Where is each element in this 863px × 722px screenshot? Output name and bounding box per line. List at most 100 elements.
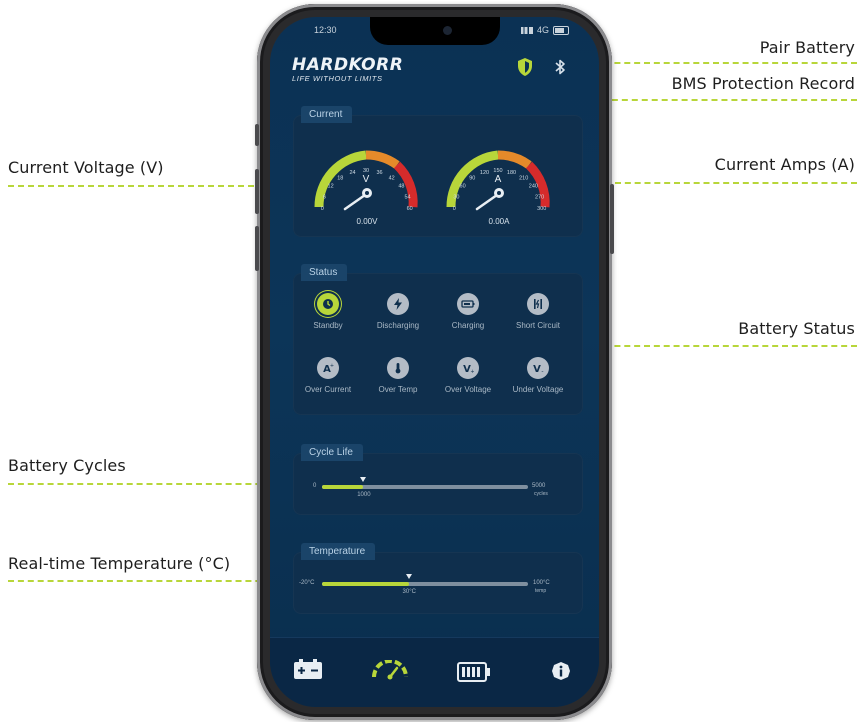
amps-tick-label: 60 — [460, 184, 466, 190]
callout-pair-battery: Pair Battery — [759, 38, 855, 57]
cycle-life-title: Cycle Life — [301, 444, 363, 461]
callout-bms-record: BMS Protection Record — [671, 74, 855, 93]
cycle-life-fill — [322, 485, 364, 489]
voltage-tick-label: 36 — [376, 170, 382, 176]
cycle-min-label: 0 — [313, 483, 317, 489]
temperature-title: Temperature — [301, 543, 376, 560]
amps-value: 0.00A — [488, 217, 510, 226]
network-label: 4G — [536, 25, 549, 35]
amps-tick-label: 90 — [469, 175, 475, 181]
battery-level-icon[interactable] — [457, 662, 491, 682]
voltage-tick-label: 30 — [363, 168, 369, 174]
voltage-tick-label: 54 — [405, 194, 411, 200]
battery-plus-minus-icon[interactable] — [293, 658, 323, 680]
phone-frame: 12:30 4G HARDKORR LIFE WITHOUT LIMITS Cu… — [255, 4, 614, 720]
callout-line — [572, 99, 857, 101]
over-voltage-icon: V+ — [457, 357, 479, 379]
callout-battery-cycles: Battery Cycles — [8, 456, 126, 475]
bluetooth-icon[interactable] — [554, 58, 566, 76]
camera — [443, 26, 452, 35]
cycle-life-marker — [360, 477, 367, 482]
callout-current-voltage: Current Voltage (V) — [8, 158, 164, 177]
voltage-tick-label: 60 — [407, 206, 413, 212]
plug-icon — [457, 293, 479, 315]
side-button — [255, 124, 259, 146]
svg-text:A: A — [323, 364, 331, 374]
shield-icon[interactable] — [516, 57, 534, 77]
status-label: Over Voltage — [444, 385, 492, 394]
status-indicators: 4G — [520, 25, 569, 35]
amps-tick-label: 150 — [493, 168, 502, 174]
status-standby: Standby — [297, 293, 359, 331]
cycle-unit-label: cycles — [534, 491, 548, 497]
status-label: Under Voltage — [512, 385, 564, 394]
voltage-tick-label: 42 — [389, 175, 395, 181]
temp-min-label: -20°C — [299, 580, 315, 586]
app-screen: 12:30 4G HARDKORR LIFE WITHOUT LIMITS Cu… — [270, 17, 599, 707]
short-circuit-icon — [527, 293, 549, 315]
signal-icon — [520, 26, 533, 34]
temperature-panel: Temperature -20°C 30°C 100°C temp — [293, 543, 583, 614]
brand-logo: HARDKORR LIFE WITHOUT LIMITS — [292, 55, 403, 83]
status-time: 12:30 — [314, 25, 337, 35]
voltage-tick-label: 6 — [323, 194, 326, 200]
callout-line — [575, 345, 857, 347]
temperature-bar — [322, 574, 528, 586]
amps-tick-label: 210 — [519, 175, 528, 181]
side-button — [610, 184, 614, 254]
status-label: Charging — [451, 321, 485, 330]
voltage-tick-label: 24 — [349, 170, 355, 176]
cycle-life-bar — [322, 477, 528, 489]
status-over-current: A+ Over Current — [297, 357, 359, 395]
amps-tick-label: 180 — [507, 170, 516, 176]
brand-name: HARDKORR — [292, 55, 404, 75]
brand-tagline: LIFE WITHOUT LIMITS — [292, 74, 383, 83]
callout-line — [8, 185, 304, 187]
status-under-voltage: V- Under Voltage — [507, 357, 569, 395]
callout-current-amps: Current Amps (A) — [714, 155, 855, 174]
amps-tick-label: 30 — [453, 194, 459, 200]
thermometer-icon — [387, 357, 409, 379]
status-label: Over Current — [304, 385, 352, 394]
voltage-unit: V — [363, 174, 370, 185]
amps-tick-label: 270 — [535, 194, 544, 200]
amps-tick-label: 300 — [537, 206, 546, 212]
status-charging: Charging — [437, 293, 499, 331]
amps-tick-label: 120 — [480, 170, 489, 176]
voltage-value: 0.00V — [356, 217, 378, 226]
clock-icon — [317, 293, 339, 315]
current-panel-title: Current — [301, 106, 353, 123]
callout-line — [556, 182, 857, 184]
temp-marker-label: 30°C — [402, 589, 416, 595]
callout-line — [8, 580, 291, 582]
svg-text:V: V — [463, 364, 471, 374]
side-button — [255, 169, 259, 214]
status-short-circuit: Short Circuit — [507, 293, 569, 331]
callout-line — [8, 483, 291, 485]
amps-tick-label: 240 — [529, 184, 538, 190]
battery-status-icon — [553, 25, 569, 35]
status-panel-title: Status — [301, 264, 348, 281]
voltage-tick-label: 0 — [321, 206, 324, 212]
notch — [370, 17, 500, 45]
info-icon[interactable] — [551, 661, 571, 681]
temp-max-label: 100°C — [533, 580, 550, 586]
temperature-marker — [405, 574, 412, 579]
bottom-tab-bar — [270, 637, 599, 707]
status-label: Standby — [313, 321, 343, 330]
cycle-life-panel: Cycle Life 0 1000 5000 cycles — [293, 444, 583, 515]
status-panel: Status Standby Discharging Charging — [293, 264, 583, 415]
over-current-icon: A+ — [317, 357, 339, 379]
svg-text:+: + — [330, 363, 334, 369]
gauge-icon[interactable] — [370, 660, 410, 680]
amps-tick-label: 0 — [453, 206, 456, 212]
amps-unit: A — [495, 174, 502, 185]
temp-unit-label: temp — [535, 588, 547, 594]
svg-text:+: + — [470, 369, 474, 374]
status-discharging: Discharging — [367, 293, 429, 331]
callout-battery-status: Battery Status — [738, 319, 855, 338]
callout-line — [575, 62, 857, 64]
